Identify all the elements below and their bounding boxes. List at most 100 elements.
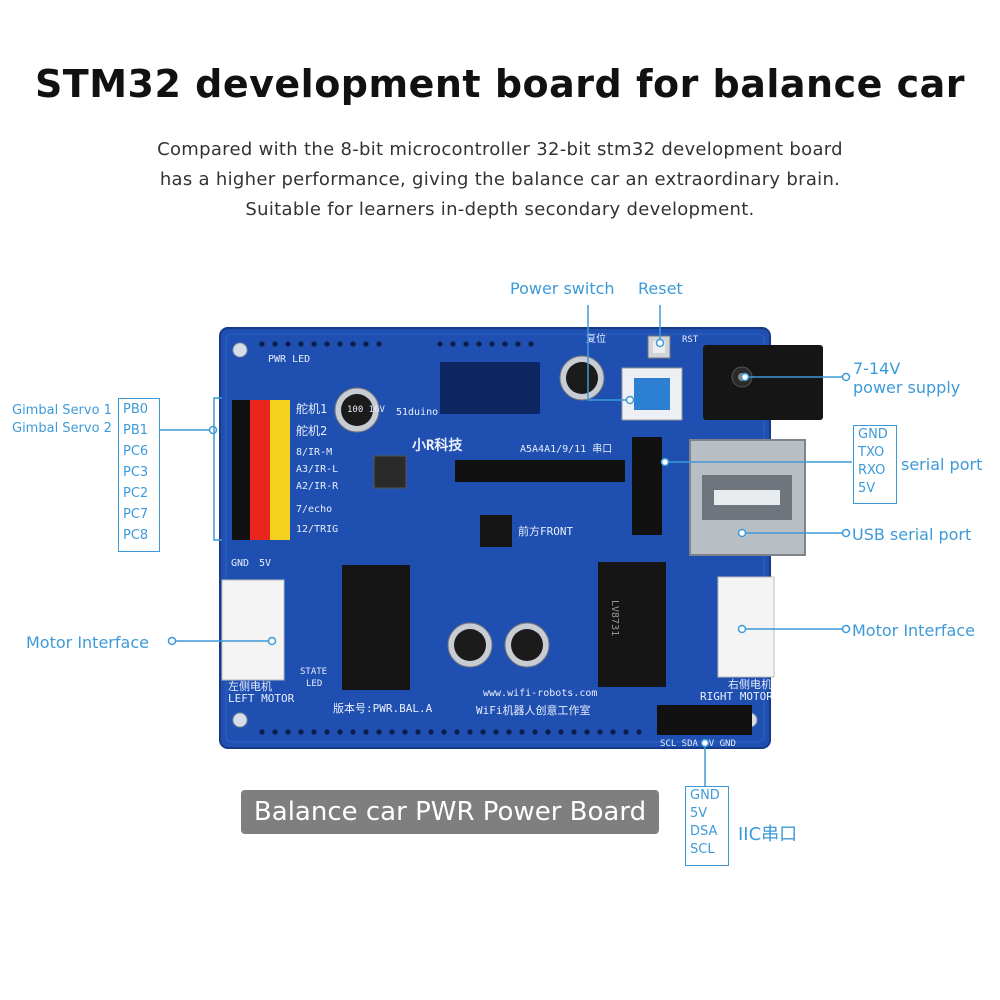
pin-hole	[437, 341, 443, 347]
pin-hole	[506, 729, 512, 735]
chip-label: LV8731	[609, 600, 620, 636]
usb-port-part	[689, 439, 806, 556]
servo-header	[232, 400, 290, 540]
pin-hole	[441, 729, 447, 735]
silk-iic-row: SCL SDA 5V GND	[660, 739, 736, 749]
silk-trig: 12/TRIG	[296, 524, 338, 535]
pin-hole	[259, 729, 265, 735]
silk-servo2: 舵机2	[296, 423, 327, 438]
pin-hole	[597, 729, 603, 735]
silk-url: www.wifi-robots.com	[483, 688, 597, 699]
pin-hole	[545, 729, 551, 735]
pin-hole	[463, 341, 469, 347]
pin-label: 5V	[690, 806, 708, 821]
pin-hole	[415, 729, 421, 735]
left-motor-connector	[221, 579, 285, 681]
page-title: STM32 development board for balance car	[34, 62, 966, 106]
silk-left-motor: LEFT MOTOR	[228, 692, 295, 705]
pin-hole	[519, 729, 525, 735]
pin-hole	[285, 341, 291, 347]
pin-label: PC8	[123, 528, 149, 543]
pin-label: TXO	[858, 445, 885, 460]
pin-hole	[584, 729, 590, 735]
pin-hole	[350, 729, 356, 735]
pin-hole	[311, 729, 317, 735]
pin-hole	[324, 341, 330, 347]
pin-hole	[389, 729, 395, 735]
silk-front: 前方FRONT	[518, 524, 573, 538]
description-line-1: Compared with the 8-bit microcontroller …	[157, 139, 843, 160]
servo-bracket	[213, 397, 222, 541]
pin-hole	[571, 729, 577, 735]
silk-ir-m: 8/IR-M	[296, 447, 332, 458]
pin-label: PC7	[123, 507, 149, 522]
silk-ir-l: A3/IR-L	[296, 464, 338, 475]
label-gimbal-servo-1: Gimbal Servo 1	[12, 403, 112, 418]
callout-lines	[158, 305, 852, 786]
pin-hole	[610, 729, 616, 735]
pin-hole	[298, 341, 304, 347]
pin-label: RXO	[858, 463, 886, 478]
pin-hole	[363, 341, 369, 347]
label-usb-serial-port: USB serial port	[852, 525, 972, 544]
silk-servo1: 舵机1	[296, 401, 327, 416]
silk-header-label: A5A4A1/9/11 串口	[520, 443, 612, 455]
pin-hole	[476, 341, 482, 347]
inductor	[373, 455, 407, 489]
silk-reset-cn: 复位	[586, 332, 606, 345]
pin-hole	[454, 729, 460, 735]
iic-pin-list: GND 5V DSA SCL	[685, 786, 729, 866]
pin-label: PC3	[123, 465, 149, 480]
capacitors: 100 16V	[334, 355, 605, 668]
power-jack	[703, 345, 823, 420]
pin-label: PB0	[123, 402, 149, 417]
label-reset: Reset	[638, 279, 683, 298]
silk-right-motor-cn: 右侧电机	[728, 677, 772, 691]
callout-dots	[167, 338, 851, 748]
servo-pin-list: PB0 PB1 PC6 PC3 PC2 PC7 PC8	[118, 398, 160, 552]
pin-label: 5V	[858, 481, 876, 496]
caption-badge: Balance car PWR Power Board	[241, 790, 659, 834]
serial-header	[632, 437, 662, 535]
silk-state: STATE	[300, 667, 327, 677]
pin-hole	[324, 729, 330, 735]
pin-label: DSA	[690, 824, 718, 839]
pin-label: SCL	[690, 842, 715, 857]
serial-pin-list: GND TXO RXO 5V	[853, 425, 897, 504]
label-power-switch: Power switch	[510, 279, 615, 298]
pin-label: PB1	[123, 423, 149, 438]
pin-hole	[502, 341, 508, 347]
pin-hole	[311, 341, 317, 347]
silk-state-led: LED	[306, 679, 322, 689]
silk-brand: 小R科技	[412, 437, 463, 454]
silk-version: 版本号:PWR.BAL.A	[333, 701, 433, 715]
silk-logo: 51duino	[396, 407, 438, 418]
pin-label: GND	[690, 788, 720, 803]
pin-hole	[337, 341, 343, 347]
label-gimbal-servo-2: Gimbal Servo 2	[12, 421, 112, 436]
pin-hole	[636, 729, 642, 735]
description-line-2: has a higher performance, giving the bal…	[159, 169, 841, 190]
silk-left-motor-cn: 左侧电机	[228, 679, 272, 693]
pin-hole	[272, 341, 278, 347]
description-line-3: Suitable for learners in-depth secondary…	[245, 199, 755, 220]
silk-5v: 5V	[259, 558, 271, 569]
label-motor-interface-left: Motor Interface	[26, 633, 149, 652]
pin-hole	[363, 729, 369, 735]
pin-hole	[376, 341, 382, 347]
label-power-supply-1: 7-14V	[853, 359, 901, 378]
pin-label: PC2	[123, 486, 149, 501]
pin-hole	[450, 341, 456, 347]
silk-ir-r: A2/IR-R	[296, 481, 339, 492]
jumper-block	[440, 362, 540, 414]
pin-label: GND	[858, 427, 888, 442]
pin-hole	[298, 729, 304, 735]
label-iic: IIC串口	[738, 824, 798, 845]
pin-hole	[285, 729, 291, 735]
silk-rst: RST	[682, 335, 699, 345]
silk-right-motor: RIGHT MOTOR	[700, 690, 773, 703]
iic-header	[657, 705, 752, 735]
pin-hole	[493, 729, 499, 735]
pin-hole	[528, 341, 534, 347]
